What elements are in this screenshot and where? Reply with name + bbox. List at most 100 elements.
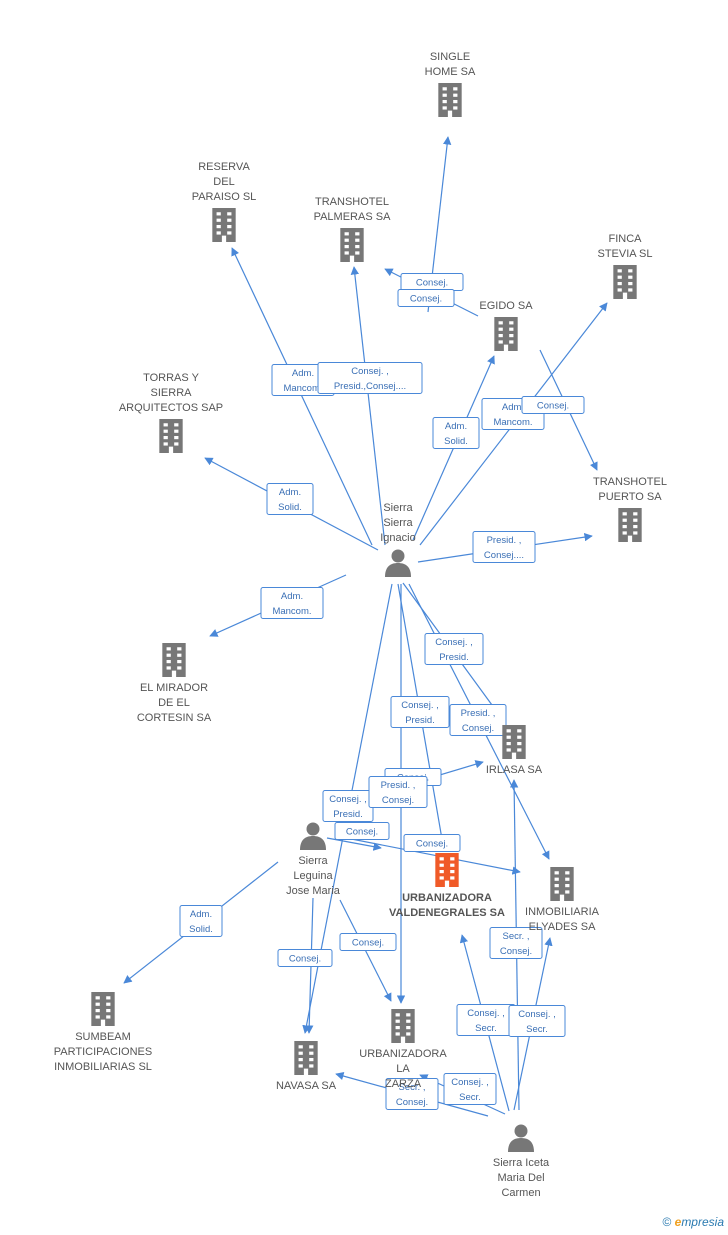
edge-label-ignacio-to-irlasa[interactable]: Consej. ,Presid. — [424, 633, 484, 665]
building-icon — [91, 992, 115, 1026]
edge-label-egido-to-palmeras[interactable]: Consej. — [400, 273, 464, 291]
edge-label-text: Consej. — [462, 723, 494, 734]
edge-label-ignacio-to-egido[interactable]: Adm.Solid. — [432, 417, 480, 449]
edge-ignacio-to-reserva — [231, 247, 373, 546]
node-label: Ignacio — [380, 532, 415, 544]
edge-label-box — [397, 289, 455, 307]
node-label: TORRAS Y — [143, 372, 199, 384]
edge-label-text: Solid. — [278, 502, 302, 513]
node-label: URBANIZADORA — [359, 1048, 447, 1060]
edge-label-josemaria-to-inmobiliaria[interactable]: Consej. — [334, 822, 390, 840]
edge-label-josemaria-to-zarza[interactable]: Consej. — [339, 933, 397, 951]
edge-label-box — [443, 1073, 497, 1105]
edge-josemaria-to-valdenegrales — [335, 835, 521, 875]
node-label: SUMBEAM — [75, 1031, 131, 1043]
node-label: URBANIZADORA — [402, 892, 492, 904]
building-icon — [618, 508, 642, 542]
node-irlasa[interactable]: IRLASA SA — [486, 725, 543, 776]
edge-label-ignacio-to-puerto[interactable]: Presid. ,Consej.... — [472, 531, 536, 563]
edge-label-ignacio-to-inmobiliaria[interactable]: Presid. ,Consej. — [449, 704, 507, 736]
edge-label-ignacio-to-palmeras[interactable]: Consej. ,Presid.,Consej.... — [317, 362, 423, 394]
edge-label-text: Adm. — [190, 909, 212, 920]
edge-label-josemaria-to-valdenegrales[interactable]: Consej. — [403, 834, 461, 852]
edge-label-text: Presid. — [405, 715, 435, 726]
edge-label-mariadelcarmen-to-valdenegrales[interactable]: Consej. ,Secr. — [456, 1004, 516, 1036]
edge-label-text: Consej. — [352, 938, 384, 949]
edge-label-egido-to-single[interactable]: Consej. — [397, 289, 455, 307]
edge-label-box — [432, 417, 480, 449]
edge-labels-layer: Consej.Consej.Adm.Mancom.Consej. ,Presid… — [179, 273, 585, 1110]
edge-label-box — [403, 834, 461, 852]
edge-label-text: Consej. — [346, 827, 378, 838]
edge-label-box — [339, 933, 397, 951]
brand-name: mpresia — [681, 1215, 724, 1229]
copyright-symbol: © — [662, 1215, 672, 1229]
node-label: ZARZA — [385, 1078, 422, 1090]
node-label: Maria Del — [497, 1172, 544, 1184]
building-icon — [613, 265, 637, 299]
edge-label-box — [449, 704, 507, 736]
edge-label-box — [317, 362, 423, 394]
edge-label-text: Adm. — [281, 591, 303, 602]
node-label: DEL — [213, 176, 234, 188]
edge-label-ignacio-to-navasa[interactable]: Consej. , Presid. — [322, 790, 374, 822]
edge-label-josemaria-to-navasa[interactable]: Consej. — [277, 949, 333, 967]
edge-label-ignacio-to-mirador[interactable]: Adm.Mancom. — [260, 587, 324, 619]
edge-label-ignacio-to-valdenegrales[interactable]: Consej. ,Presid. — [390, 696, 450, 728]
node-label: Sierra — [298, 855, 328, 867]
edge-label-text: Consej. — [396, 1097, 428, 1108]
node-label: Leguina — [293, 870, 333, 882]
node-label: ELYADES SA — [529, 921, 597, 933]
edge-label-josemaria-to-sumbeam[interactable]: Adm.Solid. — [179, 905, 223, 937]
building-icon — [435, 853, 459, 887]
edge-label-text: Secr. , — [503, 931, 530, 942]
edge-label-box — [266, 483, 314, 515]
node-label: Sierra — [383, 502, 413, 514]
node-label: PARTICIPACIONES — [54, 1046, 152, 1058]
edge-label-text: Consej. , — [329, 794, 367, 805]
edge-label-text: Consej. — [382, 795, 414, 806]
node-navasa[interactable]: NAVASA SA — [276, 1041, 337, 1092]
edge-label-text: Presid. — [333, 809, 363, 820]
building-icon — [438, 83, 462, 117]
node-label: SIERRA — [151, 387, 193, 399]
edge-label-mariadelcarmen-to-zarza[interactable]: Consej. ,Secr. — [443, 1073, 497, 1105]
edge-label-box — [489, 927, 543, 959]
edge-label-text: Consej. — [289, 954, 321, 965]
node-label: STEVIA SL — [597, 248, 652, 260]
node-label: SINGLE — [430, 51, 470, 63]
edge-label-mariadelcarmen-to-navasa[interactable]: Secr. ,Consej. — [385, 1078, 439, 1110]
edge-label-ignacio-to-torras[interactable]: Adm. Solid. — [266, 483, 314, 515]
edge-label-box — [385, 1078, 439, 1110]
edge-label-text: Mancom. — [283, 383, 322, 394]
edge-label-egido-to-puerto[interactable]: Consej. — [521, 396, 585, 414]
node-label: CORTESIN SA — [137, 712, 212, 724]
node-egido[interactable]: EGIDO SA — [479, 300, 533, 351]
edge-label-ignacio-to-zarza[interactable]: Presid. ,Consej. — [368, 776, 428, 808]
edge-label-box — [277, 949, 333, 967]
building-icon — [550, 867, 574, 901]
edge-label-text: Adm. — [502, 402, 524, 413]
edge-label-text: Adm. — [279, 487, 301, 498]
edge-label-mariadelcarmen-to-irlasa[interactable]: Consej. ,Secr. — [508, 1005, 566, 1037]
edge-label-text: Presid. — [439, 652, 469, 663]
building-icon — [340, 228, 364, 262]
building-icon — [494, 317, 518, 351]
node-label: EGIDO SA — [479, 300, 533, 312]
edge-label-mariadelcarmen-to-inmobiliaria[interactable]: Secr. ,Consej. — [489, 927, 543, 959]
building-icon — [502, 725, 526, 759]
